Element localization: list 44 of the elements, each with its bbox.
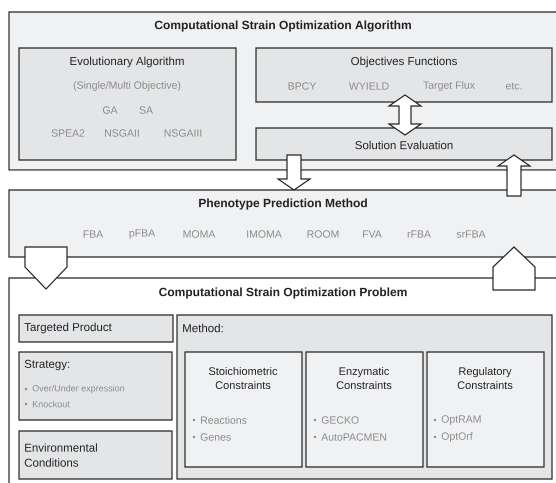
label: Target Flux — [423, 81, 475, 91]
label: srFBA — [456, 230, 486, 238]
label: Over/Under expression — [32, 384, 124, 394]
label: Knockout — [32, 400, 70, 408]
label: AutoPACMEN — [321, 433, 386, 441]
block-arrow — [492, 246, 536, 291]
label: Method: — [183, 324, 223, 332]
block-arrow — [24, 246, 68, 290]
label: Computational Strain Optimization Algorithm — [154, 20, 411, 32]
label: GA — [102, 106, 118, 114]
block-arrow — [387, 94, 423, 136]
label: Genes — [200, 433, 231, 441]
label: NSGAII — [105, 129, 139, 137]
label: ROOM — [308, 230, 338, 238]
label: WYIELD — [348, 82, 389, 90]
label: SPEA2 — [52, 129, 84, 137]
label: SA — [139, 106, 153, 114]
label: Enzymatic Constraints — [336, 366, 392, 390]
label: OptRAM — [442, 415, 481, 425]
label: Solution Evaluation — [355, 140, 452, 150]
label: OptOrf — [442, 432, 473, 442]
label: Computational Strain Optimization Problem — [159, 287, 407, 299]
label: NSGAIII — [164, 129, 202, 137]
label: MOMA — [184, 230, 216, 238]
label: IMOMA — [247, 230, 282, 238]
label: etc. — [506, 82, 522, 90]
label: pFBA — [130, 229, 156, 239]
label: rFBA — [408, 230, 431, 238]
label: Phenotype Prediction Method — [199, 198, 367, 210]
block-arrow — [496, 154, 532, 197]
label: GECKO — [322, 416, 359, 424]
label: FBA — [84, 230, 104, 238]
label: Reactions — [201, 416, 246, 424]
label: FVA — [363, 230, 382, 238]
label: Targeted Product — [24, 322, 112, 334]
label: Regulatory Constraints — [458, 366, 512, 390]
block-arrow — [276, 154, 312, 191]
label: (Single/Multi Objective) — [74, 81, 180, 91]
label: BPCY — [288, 82, 316, 90]
label: Environmental Conditions — [24, 443, 97, 467]
label: Stoichiometric Constraints — [208, 366, 278, 390]
label: Strategy: — [24, 360, 70, 370]
label: Objectives Functions — [351, 56, 457, 68]
label: Evolutionary Algorithm — [70, 56, 184, 68]
